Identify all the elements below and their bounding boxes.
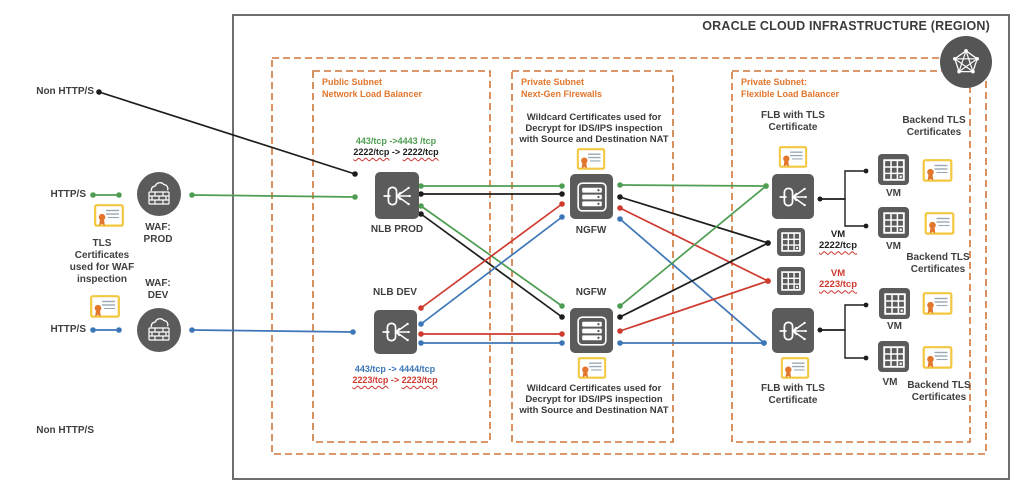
vm-icon: [883, 159, 905, 181]
load-balancer-icon: [779, 183, 807, 211]
firewall-icon: [144, 315, 174, 345]
vm-port: 2223/tcp: [818, 279, 858, 291]
backend-vm-3-node: [879, 288, 910, 319]
edge-endpoint-dot: [96, 89, 102, 95]
https-top-label: HTTP/S: [50, 189, 86, 200]
vm-name: VM: [830, 268, 846, 279]
ngfw-top-wildcard-note: Wildcard Certificates used for Decrypt f…: [519, 112, 669, 146]
subnet-title-line: Private Subnet:: [741, 77, 808, 87]
vm-icon: [883, 212, 905, 234]
certificate-icon: [922, 292, 953, 315]
subnet-title-line: Next-Gen Firewalls: [521, 88, 603, 99]
nlb-prod-port-map-green: 443/tcp ->4443 /tcp: [355, 136, 437, 146]
backend-vm-1-label: VM: [886, 188, 901, 199]
oci-logo: [940, 36, 992, 88]
load-balancer-icon: [383, 182, 411, 210]
edge-endpoint-dot: [189, 327, 195, 333]
non-https-top-label: Non HTTP/S: [36, 86, 94, 97]
waf-prod-label: WAF: PROD: [143, 222, 173, 245]
certificate-icon: [94, 204, 124, 227]
https-bottom-label: HTTP/S: [50, 324, 86, 335]
vm-2223-label: VM 2223/tcp: [810, 268, 866, 291]
certificate-icon: [780, 357, 810, 379]
port-arrow: ->: [389, 147, 403, 157]
backend-vm-4-label: VM: [882, 377, 898, 388]
waf-prod-node: [137, 172, 181, 216]
certificate-icon: [922, 159, 953, 182]
port-arrow: ->: [388, 375, 402, 385]
port-token: 2222/tcp: [402, 147, 439, 157]
backend-tls-top-label: Backend TLS Certificates: [902, 115, 966, 138]
firewall-icon: [144, 179, 174, 209]
certificate-icon: [576, 148, 606, 170]
nlb-prod-port-map-black: 2222/tcp -> 2222/tcp: [316, 147, 476, 157]
load-balancer-icon: [382, 318, 410, 346]
backend-vm-1-node: [878, 154, 909, 185]
certificate-icon: [924, 212, 955, 235]
edge-endpoint-dot: [189, 192, 195, 198]
port-token: 2223/tcp: [401, 375, 438, 385]
edge-endpoint-dot: [90, 192, 96, 198]
certificate-icon: [778, 146, 808, 168]
firewall-appliance-icon: [577, 182, 607, 212]
waf-dev-label: WAF: DEV: [145, 278, 171, 301]
vm-name: VM: [830, 229, 846, 240]
waf-dev-node: [137, 308, 181, 352]
vm-icon: [883, 346, 905, 368]
oci-network-icon: [950, 46, 982, 78]
flb-top-node: [772, 174, 814, 219]
certificate-icon: [577, 357, 607, 379]
port-token: 2223/tcp: [352, 375, 389, 385]
port-token: 2222/tcp: [353, 147, 390, 157]
backend-tls-bottom-label: Backend TLS Certificates: [907, 380, 971, 403]
region-boundary: [232, 14, 1010, 480]
non-https-bottom-label: Non HTTP/S: [36, 425, 94, 436]
vm-port: 2222/tcp: [818, 240, 858, 252]
subnet-title-line: Network Load Balancer: [322, 88, 423, 99]
flb-bottom-label: FLB with TLS Certificate: [761, 383, 825, 406]
ngfw-bottom-label: NGFW: [575, 287, 607, 298]
subnet-title-line: Private Subnet: [521, 77, 585, 87]
flb-bottom-node: [772, 308, 814, 353]
backend-vm-3-label: VM: [887, 321, 902, 332]
tls-waf-inspection-note: TLS Certificates used for WAF inspection: [69, 238, 135, 285]
private-subnet-ngfw-title: Private Subnet Next-Gen Firewalls: [521, 77, 669, 100]
nlb-prod-label: NLB PROD: [370, 224, 424, 235]
backend-vm-4-node: [878, 341, 909, 372]
edge-endpoint-dot: [90, 327, 96, 333]
certificate-icon: [922, 346, 953, 369]
nlb-dev-port-map-blue: 443/tcp -> 4444/tcp: [354, 364, 436, 374]
vm-icon: [884, 293, 906, 315]
region-title: ORACLE CLOUD INFRASTRUCTURE (REGION): [702, 19, 990, 33]
nlb-dev-node: [374, 310, 417, 354]
nlb-dev-label: NLB DEV: [373, 287, 417, 298]
vm-icon: [781, 271, 801, 291]
ngfw-bottom-wildcard-note: Wildcard Certificates used for Decrypt f…: [519, 383, 669, 417]
backend-vm-2-node: [878, 207, 909, 238]
firewall-appliance-icon: [577, 316, 607, 346]
vm-2222-node: [777, 228, 805, 256]
public-subnet-nlb-title: Public Subnet Network Load Balancer: [322, 77, 484, 100]
backend-tls-mid-label: Backend TLS Certificates: [906, 252, 970, 275]
vm-2222-label: VM 2222/tcp: [810, 229, 866, 252]
ngfw-bottom-node: [570, 308, 613, 353]
edge-endpoint-dot: [116, 327, 122, 333]
ngfw-top-label: NGFW: [575, 225, 607, 236]
vm-2223-node: [777, 267, 805, 295]
subnet-title-line: Flexible Load Balancer: [741, 88, 840, 99]
nlb-prod-node: [375, 172, 419, 219]
ngfw-top-node: [570, 174, 613, 219]
vm-icon: [781, 232, 801, 252]
private-subnet-flb-title: Private Subnet: Flexible Load Balancer: [741, 77, 889, 100]
edge-endpoint-dot: [116, 192, 122, 198]
subnet-title-line: Public Subnet: [322, 77, 383, 87]
flb-top-label: FLB with TLS Certificate: [761, 110, 825, 133]
load-balancer-icon: [779, 317, 807, 345]
certificate-icon: [90, 295, 120, 318]
nlb-dev-port-map-red: 2223/tcp -> 2223/tcp: [315, 375, 475, 385]
